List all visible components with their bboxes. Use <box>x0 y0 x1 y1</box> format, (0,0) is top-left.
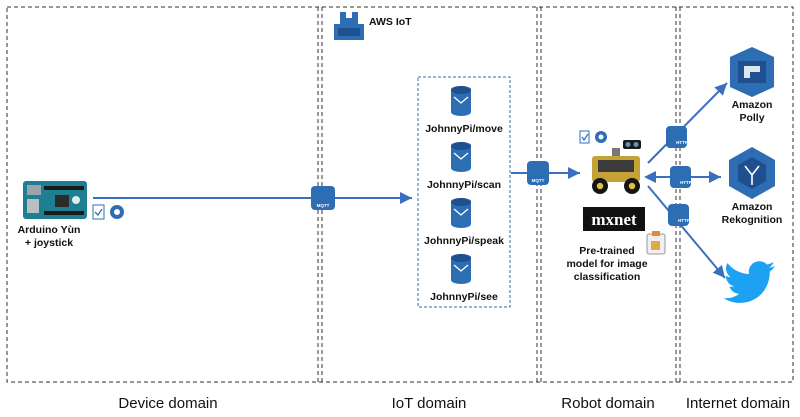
iot-topic-icon <box>451 198 471 228</box>
http-protocol-icon: HTTP <box>668 204 690 226</box>
arduino-board-icon <box>23 181 87 219</box>
rekognition-label-line1: Amazon <box>732 201 773 213</box>
iot-domain-label: IoT domain <box>392 395 467 412</box>
mxnet-logo-text: mxnet <box>591 210 637 229</box>
model-label-line1: Pre-trained <box>579 245 634 257</box>
topics-group <box>417 76 511 308</box>
polly-label-line2: Polly <box>739 112 764 124</box>
amazon-polly-icon <box>730 47 774 97</box>
device-name-label: Arduino Yùn <box>18 224 81 236</box>
http-protocol-icon: HTTP <box>666 126 688 148</box>
iot-topic-icon <box>451 86 471 116</box>
robot-domain-label: Robot domain <box>561 395 654 412</box>
polly-label-line1: Amazon <box>732 99 773 111</box>
certificate-icon <box>92 204 124 220</box>
topic-speak-label: JohnnyPi/speak <box>424 235 504 247</box>
model-label-line3: classification <box>574 271 641 283</box>
topic-move-label: JohnnyPi/move <box>425 123 503 135</box>
device-domain-label: Device domain <box>118 395 217 412</box>
model-label-line2: model for image <box>566 258 647 270</box>
internet-domain-label: Internet domain <box>686 395 790 412</box>
robot-to-twitter-arrow <box>647 185 726 279</box>
iot-topic-icon <box>451 142 471 172</box>
topic-see-label: JohnnyPi/see <box>430 291 498 303</box>
mqtt-badge-label: MQTT <box>317 203 330 208</box>
device-joystick-label: + joystick <box>25 237 73 249</box>
iot-topic-icon <box>451 254 471 284</box>
mxnet-logo-icon: mxnet <box>583 207 645 231</box>
aws-iot-label: AWS IoT <box>369 16 412 28</box>
domain-borders <box>6 6 794 383</box>
robot-car-icon <box>592 148 640 194</box>
amazon-rekognition-icon <box>729 147 775 199</box>
certificate-icon <box>579 130 641 149</box>
robot-to-polly-arrow <box>647 82 728 164</box>
http-badge-label-3: HTTP <box>678 218 690 223</box>
http-badge-label-2: HTTP <box>680 180 692 185</box>
mqtt-badge-label-2: MQTT <box>532 178 545 183</box>
clipboard-icon <box>646 231 666 255</box>
http-badge-label: HTTP <box>676 140 688 145</box>
mqtt-protocol-icon: MQTT <box>527 161 549 185</box>
topic-scan-label: JohnnyPi/scan <box>427 179 501 191</box>
aws-iot-icon <box>334 12 364 40</box>
mqtt-protocol-icon: MQTT <box>311 186 335 210</box>
http-protocol-icon: HTTP <box>670 166 692 188</box>
twitter-icon <box>723 261 775 303</box>
rekognition-label-line2: Rekognition <box>722 214 783 226</box>
